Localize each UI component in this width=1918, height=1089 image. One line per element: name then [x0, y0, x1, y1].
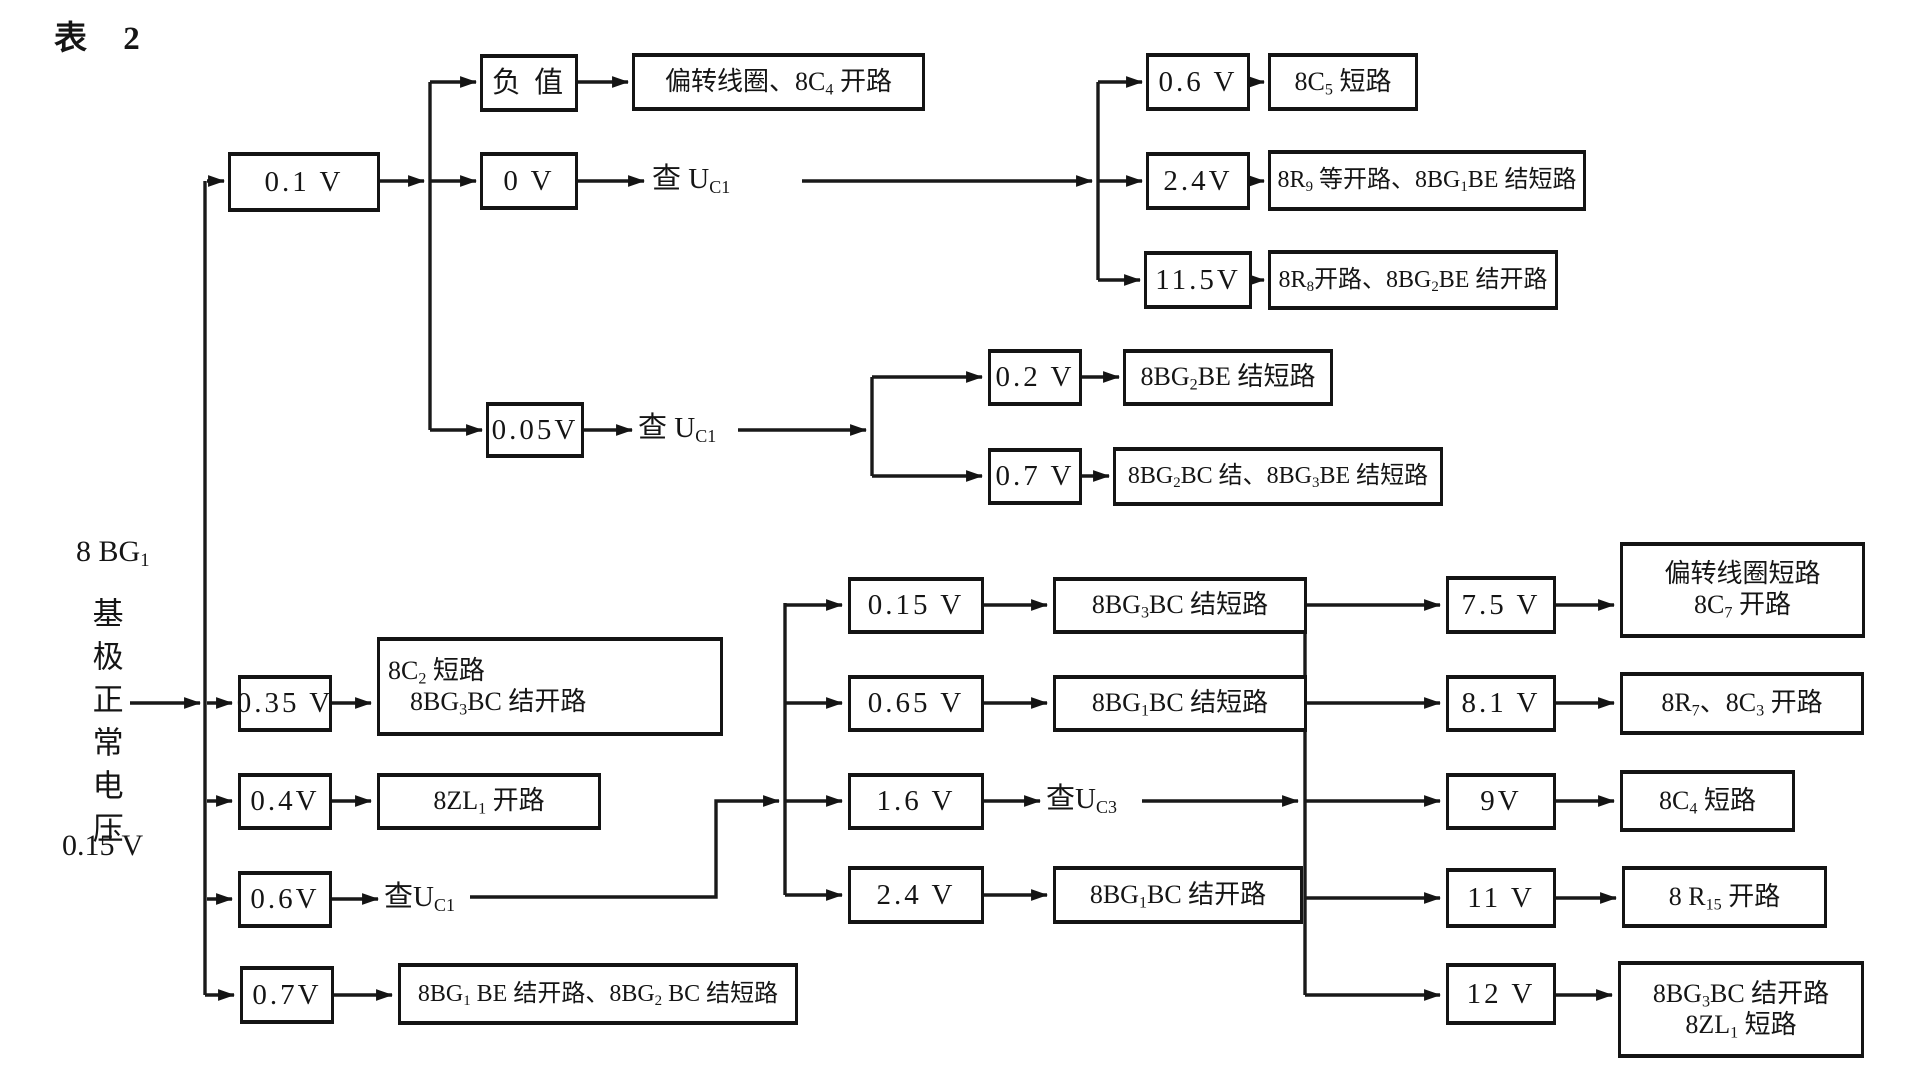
value-box-0.4v: 0.4V	[238, 773, 332, 830]
value-box-0.1v: 0.1 V	[228, 152, 380, 212]
value-box-0.6v-top: 0.6 V	[1146, 53, 1250, 111]
value-box-0v: 0 V	[480, 152, 578, 210]
result-deflection-coil-8c4-open: 偏转线圈、8C4 开路	[632, 53, 925, 111]
result-8bg2bc-8bg3be-short: 8BG2BC 结、8BG3BE 结短路	[1113, 447, 1443, 506]
value-box-1.6v: 1.6 V	[848, 773, 984, 830]
result-8bg1be-open-8bg2bc-short: 8BG1 BE 结开路、8BG2 BC 结短路	[398, 963, 798, 1025]
result-8bg3bc-short: 8BG3BC 结短路	[1053, 577, 1307, 634]
result-8bg1bc-open: 8BG1BC 结开路	[1053, 866, 1303, 924]
value-box-0.05v: 0.05V	[486, 402, 584, 458]
value-box-0.7v-low: 0.7V	[240, 966, 334, 1024]
check-uc3-label: 查UC3	[1046, 783, 1117, 818]
value-box-0.2v: 0.2 V	[988, 349, 1082, 406]
source-component-label: 8 BG1	[76, 535, 150, 572]
result-8r7-8c3-open: 8R7、8C3 开路	[1620, 672, 1864, 735]
value-box-12v: 12 V	[1446, 963, 1556, 1025]
check-uc1-label-low: 查UC1	[384, 881, 455, 916]
table-title: 表 2	[54, 21, 154, 57]
value-box-0.6v-low: 0.6V	[238, 871, 332, 928]
value-box-11.5v: 11.5V	[1144, 251, 1252, 309]
result-8c5-short: 8C5 短路	[1268, 53, 1418, 111]
source-description-vertical-label: 基极正常电压	[87, 597, 123, 855]
result-8r8-open-8bg2be-open: 8R8开路、8BG2BE 结开路	[1268, 250, 1558, 310]
value-box-0.7v-mid: 0.7 V	[988, 448, 1082, 505]
value-box-7.5v: 7.5 V	[1446, 576, 1556, 634]
check-uc1-label-mid: 查 UC1	[638, 412, 717, 447]
value-box-8.1v: 8.1 V	[1446, 675, 1556, 732]
value-box-9v: 9V	[1446, 773, 1556, 830]
result-8bg2be-short: 8BG2BE 结短路	[1123, 349, 1333, 406]
value-box-2.4v-top: 2.4V	[1146, 152, 1250, 210]
source-normal-voltage-label: 0.15 V	[62, 829, 144, 862]
value-box-11v: 11 V	[1446, 868, 1556, 928]
result-8r9-open-8bg1be-short: 8R9 等开路、8BG1BE 结短路	[1268, 150, 1586, 211]
value-box-0.35v: 0.35 V	[237, 675, 332, 732]
result-8c4-short: 8C4 短路	[1620, 770, 1795, 832]
result-8bg1bc-short: 8BG1BC 结短路	[1053, 675, 1307, 732]
value-box-0.65v: 0.65 V	[848, 675, 984, 732]
result-8r15-open: 8 R15 开路	[1622, 866, 1827, 928]
check-uc1-label-top: 查 UC1	[652, 163, 731, 198]
value-box-0.15v: 0.15 V	[848, 577, 984, 634]
result-8zl1-open: 8ZL1 开路	[377, 773, 601, 830]
value-box-2.4v-low: 2.4 V	[848, 866, 984, 924]
value-box-negative: 负 值	[480, 54, 578, 112]
